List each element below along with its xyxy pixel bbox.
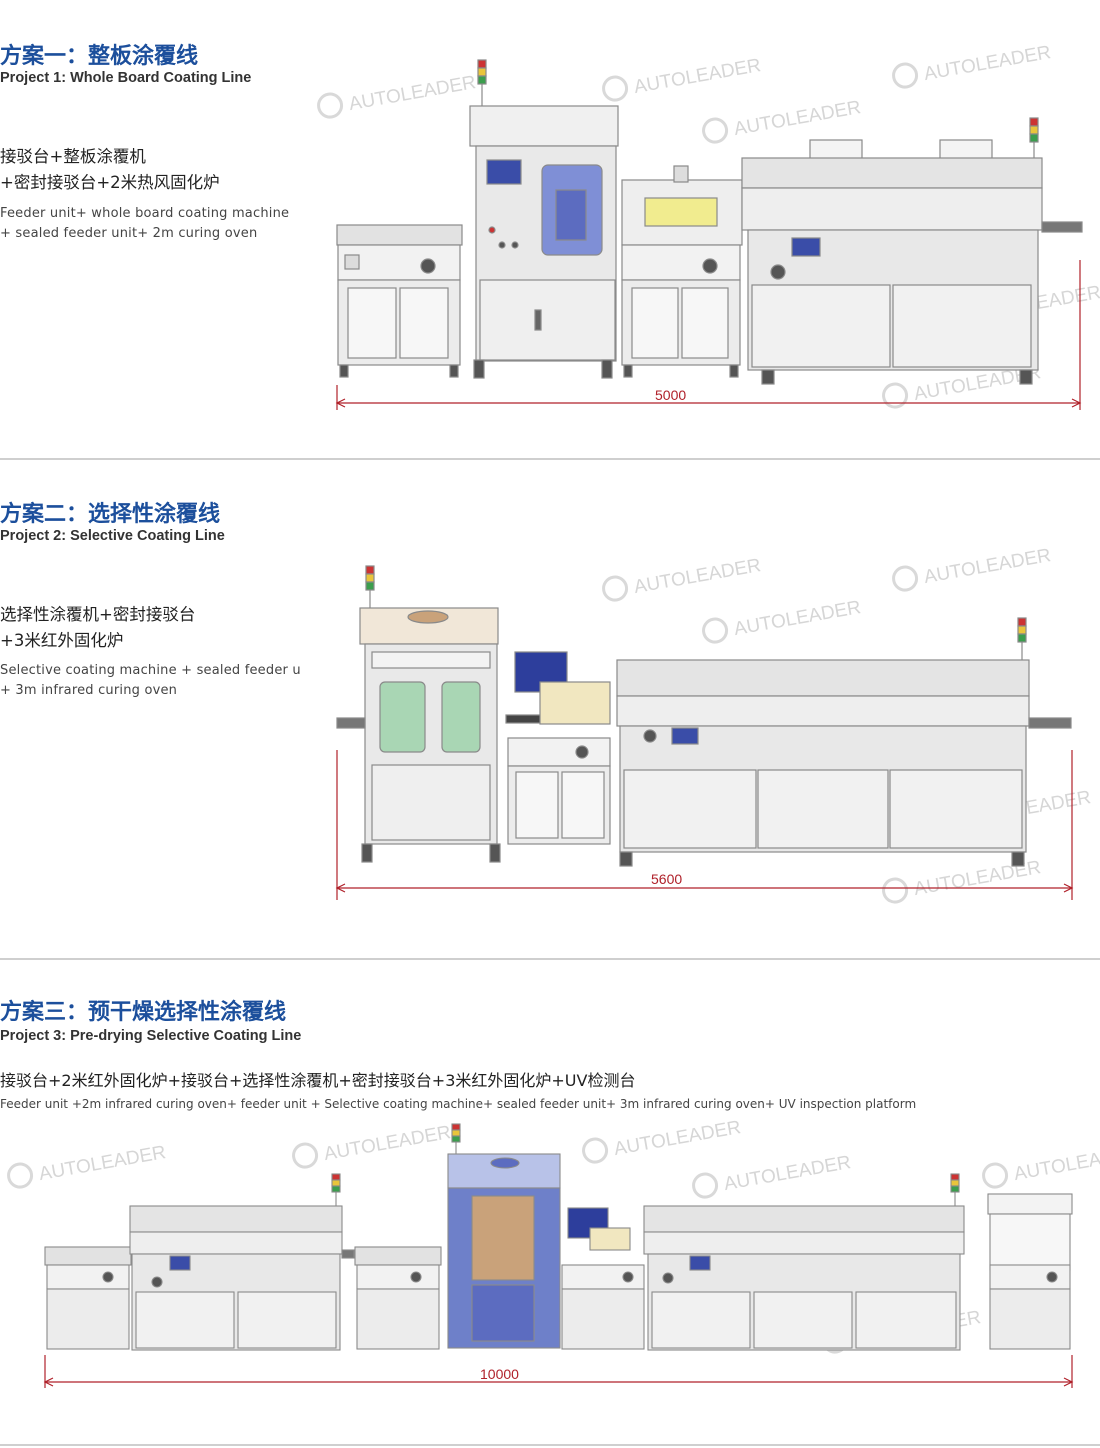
project-1-title-cn: 方案一：整板涂覆线 [0,44,199,69]
project-3-machine-drawing [43,1123,1074,1388]
project-1-desc-en-1: Feeder unit+ whole board coating machine [0,206,290,221]
section-divider [0,958,1100,960]
project-1-desc-en-2: + sealed feeder unit+ 2m curing oven [0,226,258,241]
project-3-desc-cn-1: 接驳台+2米红外固化炉+接驳台+选择性涂覆机+密封接驳台+3米红外固化炉+UV检… [0,1071,636,1090]
project-2-desc-cn-1: 选择性涂覆机+密封接驳台 [0,605,196,624]
project-2-desc-cn-2: +3米红外固化炉 [0,631,124,650]
project-3-dimension-label: 10000 [480,1366,519,1382]
project-2-desc-en-2: + 3m infrared curing oven [0,683,178,698]
project-3-desc-en-1: Feeder unit +2m infrared curing oven+ fe… [0,1097,917,1111]
project-1-machine-drawing [335,59,1083,410]
project-2-title-en: Project 2: Selective Coating Line [0,528,225,544]
project-2-section: 方案二：选择性涂覆线 Project 2: Selective Coating … [0,460,1100,960]
section-divider [0,458,1100,460]
project-1-dimension-label: 5000 [655,387,687,403]
project-3-title-cn: 方案三：预干燥选择性涂覆线 [0,1000,287,1025]
project-2-title-cn: 方案二：选择性涂覆线 [0,502,221,527]
project-1-title-en: Project 1: Whole Board Coating Line [0,70,252,86]
project-3-section: 方案三：预干燥选择性涂覆线 Project 3: Pre-drying Sele… [0,960,1100,1448]
section-divider [0,1444,1100,1446]
project-1-desc-cn-1: 接驳台+整板涂覆机 [0,147,146,166]
project-1-desc-cn-2: +密封接驳台+2米热风固化炉 [0,173,220,192]
project-1-section: 方案一：整板涂覆线 Project 1: Whole Board Coating… [0,0,1100,460]
project-3-title-en: Project 3: Pre-drying Selective Coating … [0,1028,302,1044]
project-2-dimension-label: 5600 [651,871,683,887]
project-2-desc-en-1: Selective coating machine + sealed feede… [0,663,301,678]
project-2-machine-drawing [335,565,1074,900]
